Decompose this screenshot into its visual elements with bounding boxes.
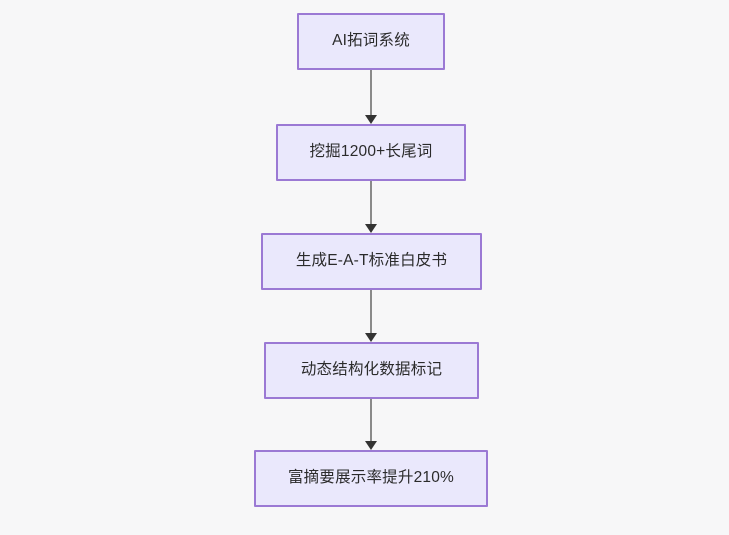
flowchart-node-dynamic-structured-data-markup[interactable]: 动态结构化数据标记 [264,342,479,399]
node-label: 富摘要展示率提升210% [287,469,455,487]
edge-n1-n2 [365,70,377,124]
edge-line [370,399,372,441]
flowchart-node-ai-keyword-system[interactable]: AI拓词系统 [297,13,445,70]
arrowhead-icon [365,441,377,450]
edge-line [370,290,372,333]
edge-n2-n3 [365,181,377,233]
arrowhead-icon [365,115,377,124]
arrowhead-icon [365,333,377,342]
arrowhead-icon [365,224,377,233]
edge-n3-n4 [365,290,377,342]
node-label: 挖掘1200+长尾词 [309,143,433,161]
edge-n4-n5 [365,399,377,450]
edge-line [370,70,372,115]
node-label: AI拓词系统 [332,32,410,50]
flowchart-node-generate-eat-whitepaper[interactable]: 生成E-A-T标准白皮书 [261,233,482,290]
node-label: 生成E-A-T标准白皮书 [295,252,448,270]
node-label: 动态结构化数据标记 [300,361,443,379]
flowchart-node-rich-snippet-rate-increase[interactable]: 富摘要展示率提升210% [254,450,488,507]
flowchart-node-mine-longtail-keywords[interactable]: 挖掘1200+长尾词 [276,124,466,181]
edge-line [370,181,372,224]
